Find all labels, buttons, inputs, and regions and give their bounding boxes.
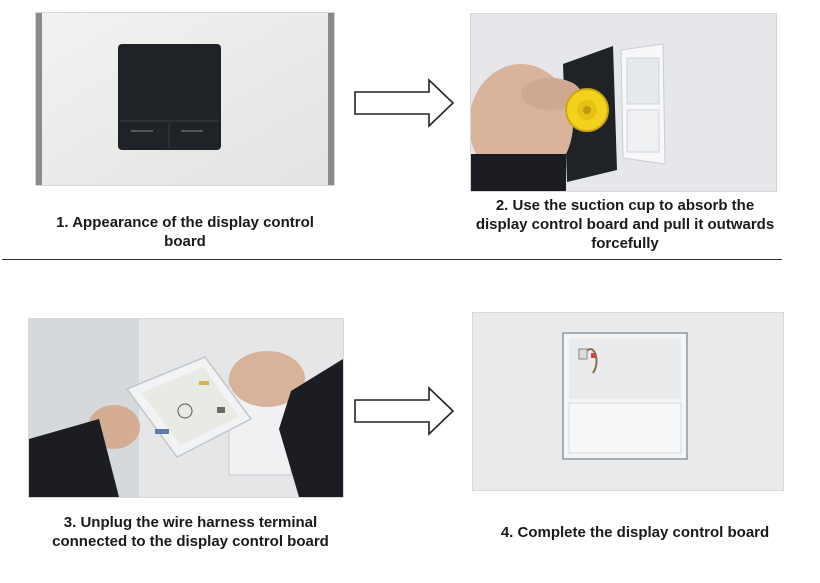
- step-4-caption: 4. Complete the display control board: [500, 524, 770, 541]
- step-1-caption: 1. Appearance of the display control boa…: [56, 214, 314, 250]
- step-1-photo: [35, 12, 335, 186]
- step-2-photo: [470, 13, 777, 192]
- step-2-caption: 2. Use the suction cup to absorb the dis…: [475, 197, 775, 252]
- step-4-photo: [472, 312, 784, 491]
- step-3-caption: 3. Unplug the wire harness terminal conn…: [52, 514, 329, 550]
- unplug-harness-image: [29, 319, 343, 497]
- empty-recess-image: [473, 313, 783, 490]
- section-divider: [2, 259, 782, 260]
- right-arrow-icon: [354, 386, 455, 436]
- display-panel: [118, 44, 221, 150]
- right-hand: [229, 351, 305, 407]
- display-board-image: [36, 13, 334, 185]
- right-arrow-icon: [354, 78, 455, 128]
- step-3-photo: [28, 318, 344, 498]
- suction-cup-image: [471, 14, 776, 191]
